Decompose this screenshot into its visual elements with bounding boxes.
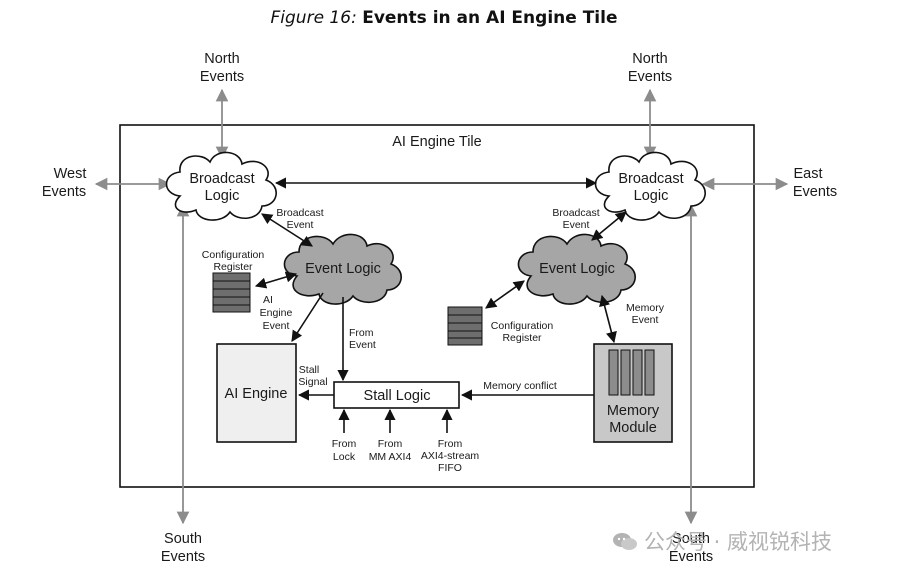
broadcast-logic-right-label: Broadcast — [618, 171, 683, 187]
config-register-left — [212, 272, 251, 313]
ai-engine-label: AI Engine — [225, 386, 288, 402]
memory-conflict-label: Memory conflict — [483, 380, 557, 392]
event-logic-left-cloud: Event Logic — [283, 233, 402, 305]
ai-engine-tile-boundary — [119, 124, 755, 488]
right-broadcast-event-arrow — [591, 211, 627, 241]
wechat-icon — [613, 533, 637, 550]
figure-title: Events in an AI Engine Tile — [362, 8, 618, 28]
event-to-ai-engine-arrow — [291, 292, 324, 342]
memory-banks — [608, 349, 655, 396]
memory-event-arrow — [599, 294, 617, 344]
left-config-arrow — [254, 271, 298, 289]
config-register-right — [447, 306, 483, 346]
broadcast-logic-left-label: Broadcast — [189, 171, 254, 187]
event-logic-right-label: Event Logic — [539, 261, 615, 277]
stall-logic-label: Stall Logic — [364, 388, 431, 404]
event-logic-right-cloud: Event Logic — [517, 233, 636, 305]
event-logic-left-label: Event Logic — [305, 261, 381, 277]
watermark: 公众号 · 威视锐科技 — [612, 526, 832, 556]
stall-logic-block — [333, 381, 460, 409]
watermark-text: 公众号 · 威视锐科技 — [644, 530, 833, 554]
left-broadcast-event-arrow — [261, 213, 313, 247]
tile-label: AI Engine Tile — [392, 134, 481, 150]
right-config-arrow — [485, 280, 525, 309]
figure-caption: Figure 16: Events in an AI Engine Tile — [0, 8, 888, 28]
figure-number: Figure 16: — [270, 8, 357, 28]
ai-engine-block — [216, 343, 297, 443]
